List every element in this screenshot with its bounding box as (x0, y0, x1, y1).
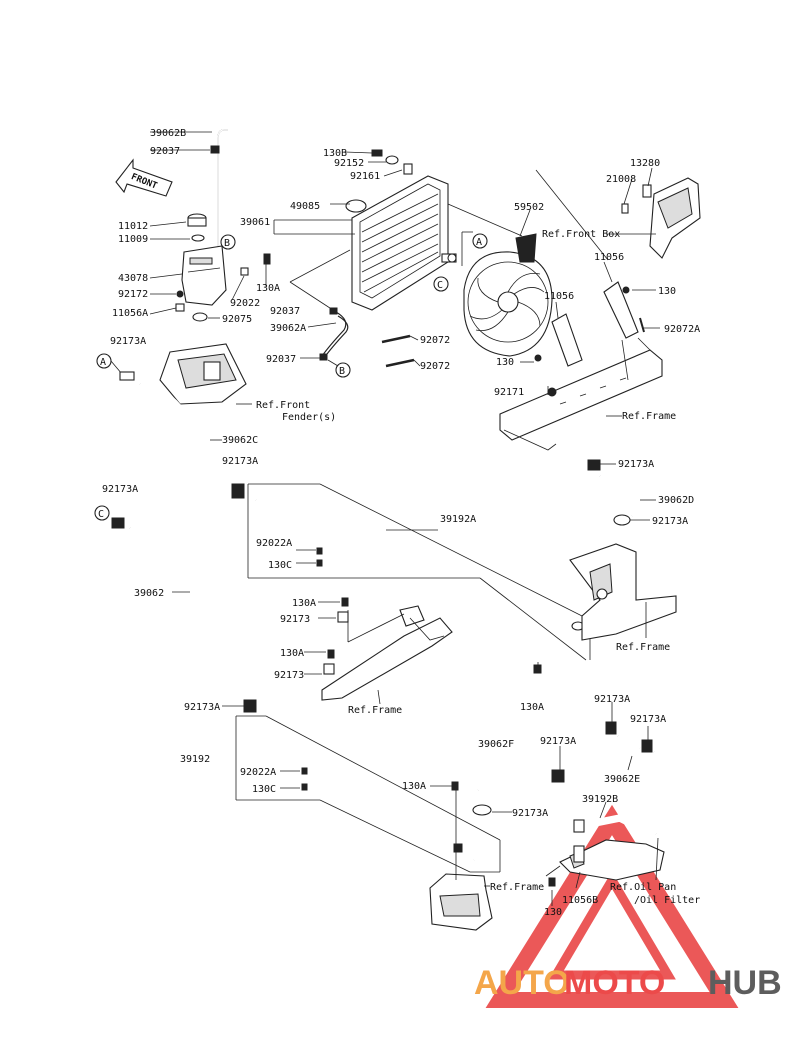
svg-text:39062A: 39062A (270, 323, 306, 334)
cooling-fan (463, 233, 553, 357)
frame-mid-right (569, 543, 677, 641)
callout-a-radiator: A (472, 233, 488, 249)
svg-text:Ref.Frame: Ref.Frame (348, 705, 402, 716)
svg-text:39062D: 39062D (658, 495, 694, 506)
svg-text:49085: 49085 (290, 201, 320, 212)
svg-text:Ref.Front: Ref.Front (256, 400, 310, 411)
svg-text:/Oil Filter: /Oil Filter (634, 895, 700, 906)
svg-text:130: 130 (544, 907, 562, 918)
svg-text:92173A: 92173A (594, 694, 630, 705)
svg-text:130A: 130A (280, 648, 304, 659)
svg-text:11009: 11009 (118, 234, 148, 245)
callout-b-upper: B (220, 234, 236, 250)
svg-text:92037: 92037 (270, 306, 300, 317)
svg-text:A: A (100, 357, 106, 368)
svg-text:130B: 130B (323, 148, 347, 159)
svg-text:11056: 11056 (544, 291, 574, 302)
svg-text:39192B: 39192B (582, 794, 618, 805)
svg-text:92072A: 92072A (664, 324, 700, 335)
svg-text:92072: 92072 (420, 335, 450, 346)
svg-text:MOTO: MOTO (564, 964, 665, 1002)
svg-text:130A: 130A (402, 781, 426, 792)
frame-mid-center (321, 605, 453, 701)
svg-text:39061: 39061 (240, 217, 270, 228)
svg-text:HUB: HUB (708, 964, 782, 1002)
svg-text:Ref.Oil Pan: Ref.Oil Pan (610, 882, 676, 893)
svg-text:Ref.Frame: Ref.Frame (490, 882, 544, 893)
svg-text:Fender(s): Fender(s) (282, 412, 336, 423)
svg-text:AUTO: AUTO (474, 964, 570, 1002)
svg-text:92037: 92037 (266, 354, 296, 365)
svg-text:11056B: 11056B (562, 895, 598, 906)
svg-text:92173A: 92173A (102, 484, 138, 495)
svg-text:92173: 92173 (280, 614, 310, 625)
front-arrow-icon: FRONT (115, 158, 173, 197)
svg-text:39192A: 39192A (440, 514, 476, 525)
svg-text:11012: 11012 (118, 221, 148, 232)
svg-text:130A: 130A (256, 283, 280, 294)
callout-c-left: C (94, 505, 110, 521)
svg-text:130C: 130C (268, 560, 292, 571)
svg-text:Ref.Front Box: Ref.Front Box (542, 229, 620, 240)
svg-text:92161: 92161 (350, 171, 380, 182)
front-box-bracket (621, 177, 701, 259)
svg-text:92022A: 92022A (240, 767, 276, 778)
svg-text:Ref.Frame: Ref.Frame (616, 642, 670, 653)
svg-text:B: B (224, 238, 230, 249)
svg-text:C: C (98, 509, 104, 520)
svg-text:11056: 11056 (594, 252, 624, 263)
svg-text:92173A: 92173A (184, 702, 220, 713)
svg-text:39062: 39062 (134, 588, 164, 599)
svg-text:11056A: 11056A (112, 308, 148, 319)
frame-lower (429, 843, 493, 931)
svg-text:39192: 39192 (180, 754, 210, 765)
svg-text:B: B (339, 366, 345, 377)
svg-text:92075: 92075 (222, 314, 252, 325)
svg-text:130: 130 (658, 286, 676, 297)
svg-text:92173A: 92173A (540, 736, 576, 747)
svg-text:92173A: 92173A (222, 456, 258, 467)
svg-text:39062C: 39062C (222, 435, 258, 446)
svg-text:21008: 21008 (606, 174, 636, 185)
svg-text:39062F: 39062F (478, 739, 514, 750)
svg-text:39062B: 39062B (150, 128, 186, 139)
watermark-text: AUTO MOTO HUB (474, 964, 782, 1002)
svg-text:130: 130 (496, 357, 514, 368)
svg-text:130A: 130A (520, 702, 544, 713)
callout-a-left: A (96, 353, 112, 369)
svg-text:92173A: 92173A (512, 808, 548, 819)
svg-text:13280: 13280 (630, 158, 660, 169)
svg-text:92173A: 92173A (110, 336, 146, 347)
callout-b-lower: B (335, 362, 351, 378)
svg-text:130C: 130C (252, 784, 276, 795)
watermark-triangle (485, 804, 739, 1008)
svg-text:92152: 92152 (334, 158, 364, 169)
svg-text:92173: 92173 (274, 670, 304, 681)
svg-text:Ref.Frame: Ref.Frame (622, 411, 676, 422)
svg-text:59502: 59502 (514, 202, 544, 213)
svg-text:92171: 92171 (494, 387, 524, 398)
svg-text:92173A: 92173A (618, 459, 654, 470)
svg-text:39062E: 39062E (604, 774, 640, 785)
svg-text:A: A (476, 237, 482, 248)
radiator (345, 149, 457, 311)
svg-text:92173A: 92173A (652, 516, 688, 527)
callout-c-radiator: C (433, 276, 449, 292)
part-labels: 39062B 92037 11012 11009 43078 92172 110… (102, 128, 700, 918)
frame-upper (499, 281, 663, 451)
svg-text:92172: 92172 (118, 289, 148, 300)
svg-text:92037: 92037 (150, 146, 180, 157)
svg-text:43078: 43078 (118, 273, 148, 284)
svg-text:92173A: 92173A (630, 714, 666, 725)
svg-text:92022A: 92022A (256, 538, 292, 549)
svg-text:92022: 92022 (230, 298, 260, 309)
svg-text:C: C (437, 280, 443, 291)
svg-text:92072: 92072 (420, 361, 450, 372)
svg-text:130A: 130A (292, 598, 316, 609)
